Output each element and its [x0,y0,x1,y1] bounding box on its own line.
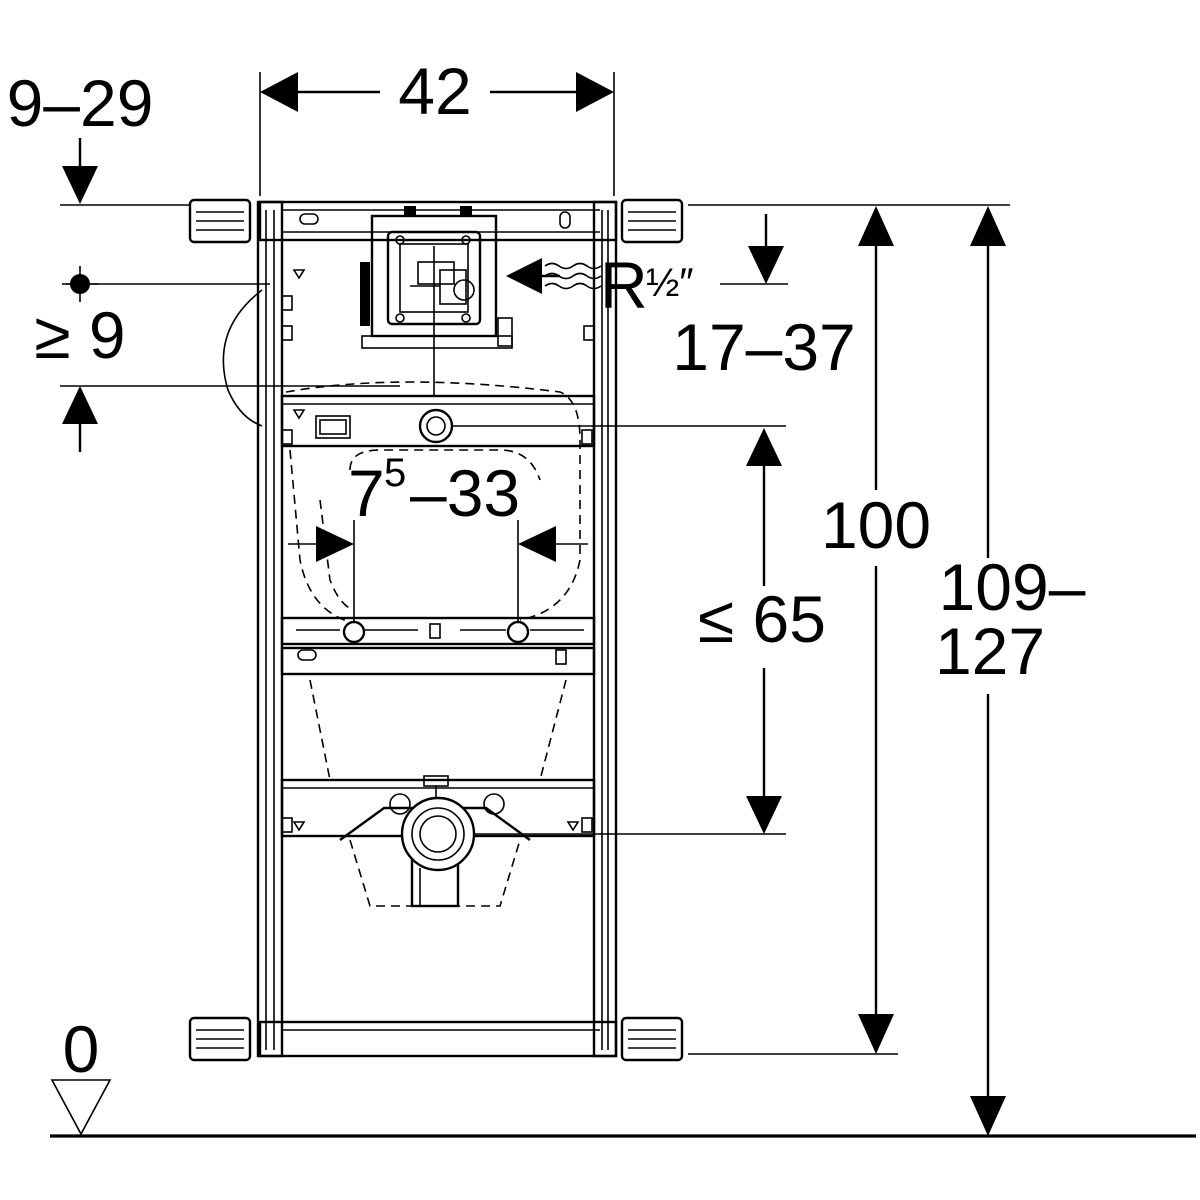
urinal-outline [222,289,581,907]
label-spacing-rest: –33 [410,456,520,530]
label-floor-level: 0 [63,1012,100,1086]
dimension-arrows [62,72,1006,1136]
label-thread-fraction: ½″ [646,261,694,305]
label-max-height: ≤ 65 [698,582,826,656]
label-height: 100 [821,488,931,562]
label-width: 42 [398,54,471,128]
label-wall-offset: 9–29 [7,66,154,140]
label-supply-range: 17–37 [672,310,856,384]
dimension-lines [50,72,1196,1138]
frame [188,198,684,1062]
label-spacing-sup: 5 [384,451,406,495]
label-spacing-main: 7 [348,456,385,530]
dimension-labels: 42 9–29 ≥ 9 R ½″ 17–37 7 5 –33 ≤ 65 100 … [7,54,1086,1086]
drain-connection [339,775,531,908]
label-min-depth: ≥ 9 [34,298,125,372]
label-total-line2: 127 [935,614,1045,688]
supply-connection [418,408,454,444]
supply-valve-box [360,206,513,396]
label-total-line1: 109– [939,550,1086,624]
label-thread: R [600,248,648,322]
